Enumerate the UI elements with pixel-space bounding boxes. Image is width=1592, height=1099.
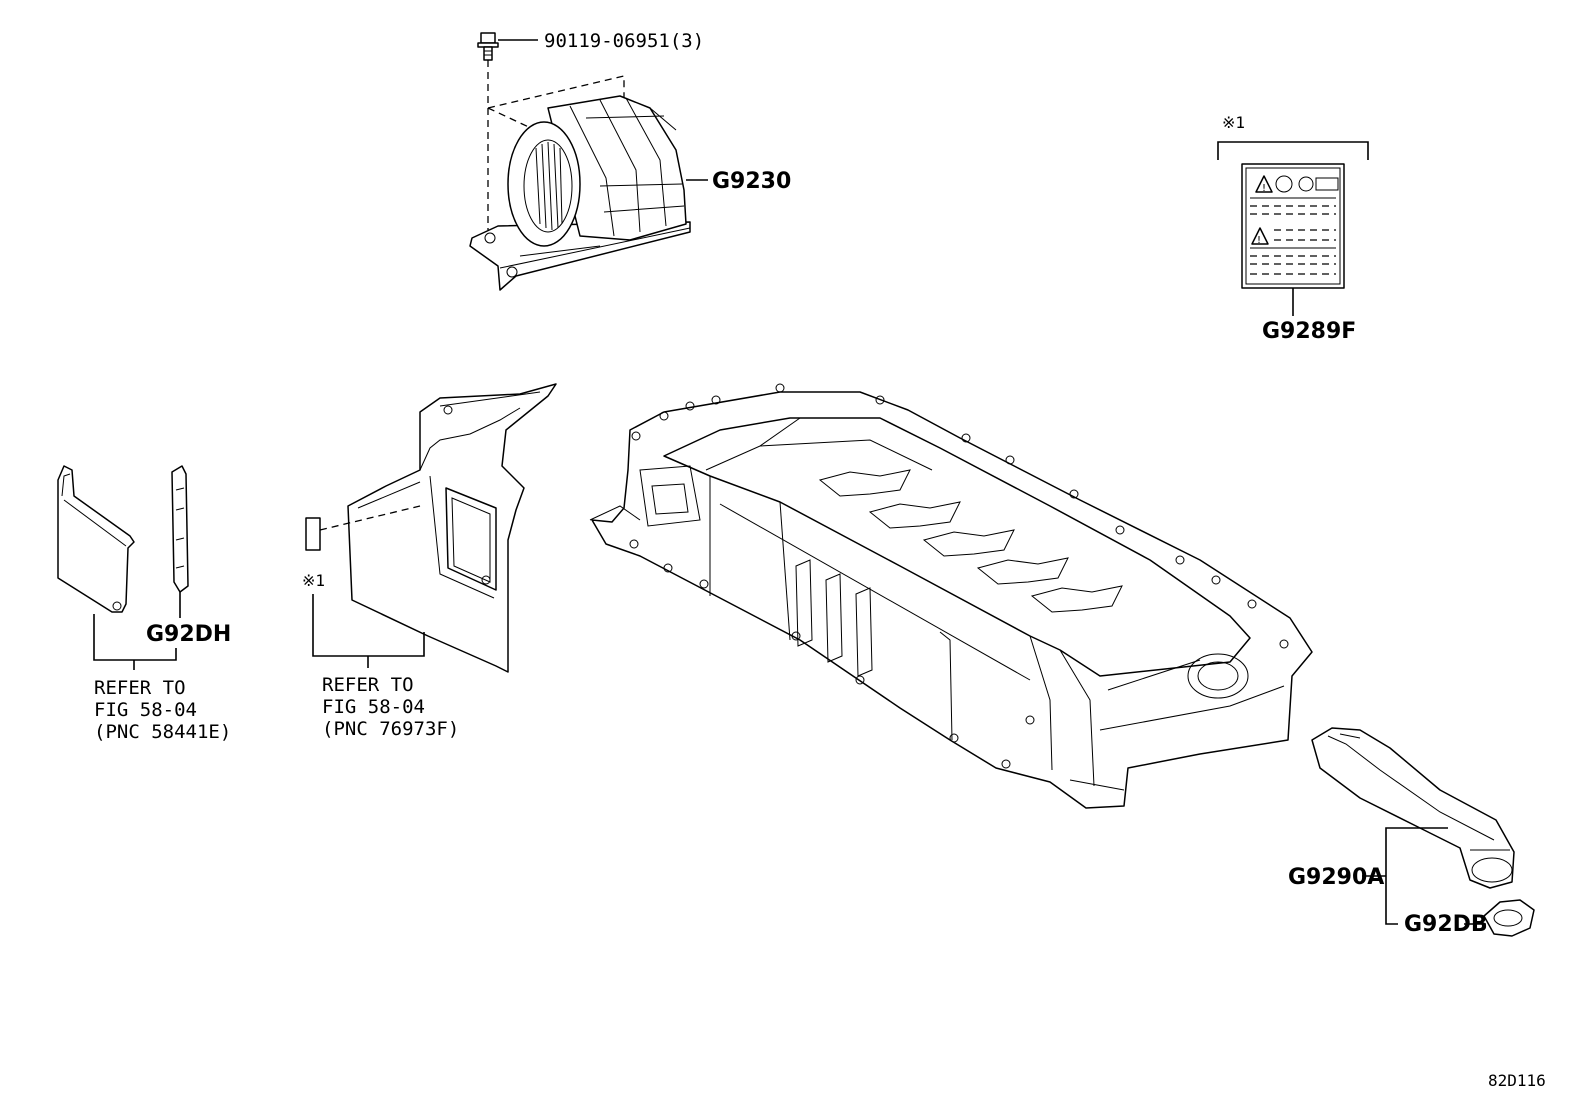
middle-panel-part[interactable] <box>347 383 557 673</box>
refer-left-line1: REFER TO <box>94 677 186 699</box>
cover-callout[interactable]: G92DH <box>146 622 231 647</box>
left-cover-part[interactable] <box>57 465 189 613</box>
svg-text:!: ! <box>1257 235 1261 246</box>
air-duct-part[interactable] <box>1311 727 1515 889</box>
refer-left-line3: (PNC 58441E) <box>94 721 231 743</box>
refer-left-line2: FIG 58-04 <box>94 699 197 721</box>
caution-label-part[interactable]: ! ! <box>1241 163 1345 289</box>
battery-assembly-part[interactable] <box>589 383 1313 809</box>
blower-fan-part[interactable] <box>469 95 691 291</box>
duct-callout[interactable]: G9290A <box>1288 865 1384 890</box>
refer-mid-line2: FIG 58-04 <box>322 696 425 718</box>
refer-mid-line3: (PNC 76973F) <box>322 718 459 740</box>
note-mark-label: ※1 <box>1222 113 1245 132</box>
label-callout[interactable]: G9289F <box>1262 319 1356 344</box>
diagram-id-label: 82D116 <box>1488 1071 1546 1090</box>
bolt-part[interactable] <box>477 32 499 61</box>
seal-part[interactable] <box>1483 899 1535 937</box>
bolt-callout[interactable]: 90119-06951(3) <box>544 30 704 52</box>
note-mark-mid: ※1 <box>302 571 325 590</box>
small-label-part[interactable] <box>305 517 321 551</box>
blower-callout[interactable]: G9230 <box>712 169 791 194</box>
svg-text:!: ! <box>1262 183 1266 194</box>
refer-mid-line1: REFER TO <box>322 674 414 696</box>
seal-callout[interactable]: G92DB <box>1404 912 1488 937</box>
